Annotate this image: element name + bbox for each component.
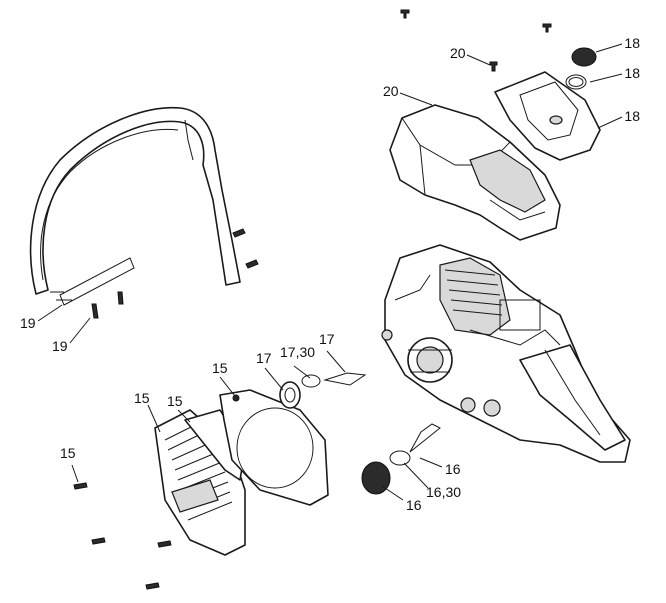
label-15-gasket: 15 [212, 360, 228, 376]
label-17-cap: 17 [256, 350, 272, 366]
label-17-strap: 17 [319, 331, 335, 347]
cover-knob-and-oring [565, 47, 597, 90]
label-18-oring: 18 [624, 65, 640, 81]
top-screws [400, 9, 552, 72]
label-16-strap: 16 [445, 461, 461, 477]
starter-screws [73, 482, 172, 590]
label-20-cover: 20 [383, 83, 399, 99]
front-handle-bar [29, 106, 241, 306]
label-20-screw: 20 [450, 45, 466, 61]
oil-cap-17 [279, 372, 367, 409]
callout-labels: 18 18 18 20 20 19 19 17 17,30 17 15 15 1… [20, 35, 640, 513]
engine-housing [381, 244, 631, 463]
starter-gasket [219, 389, 329, 506]
label-16-30: 16,30 [426, 484, 461, 500]
label-17-30: 17,30 [280, 344, 315, 360]
handle-screws [91, 228, 259, 319]
top-cover [389, 104, 561, 241]
label-15-cover-b: 15 [167, 393, 183, 409]
label-19-handle: 19 [20, 315, 36, 331]
label-15-screw: 15 [60, 445, 76, 461]
label-16-cap: 16 [406, 497, 422, 513]
label-18-knob: 18 [624, 35, 640, 51]
fuel-cap-16 [361, 423, 441, 495]
label-18-cover: 18 [624, 108, 640, 124]
air-filter-cover [494, 71, 601, 161]
label-19-screw: 19 [52, 338, 68, 354]
leader-lines [37, 43, 623, 501]
label-15-cover-a: 15 [134, 390, 150, 406]
